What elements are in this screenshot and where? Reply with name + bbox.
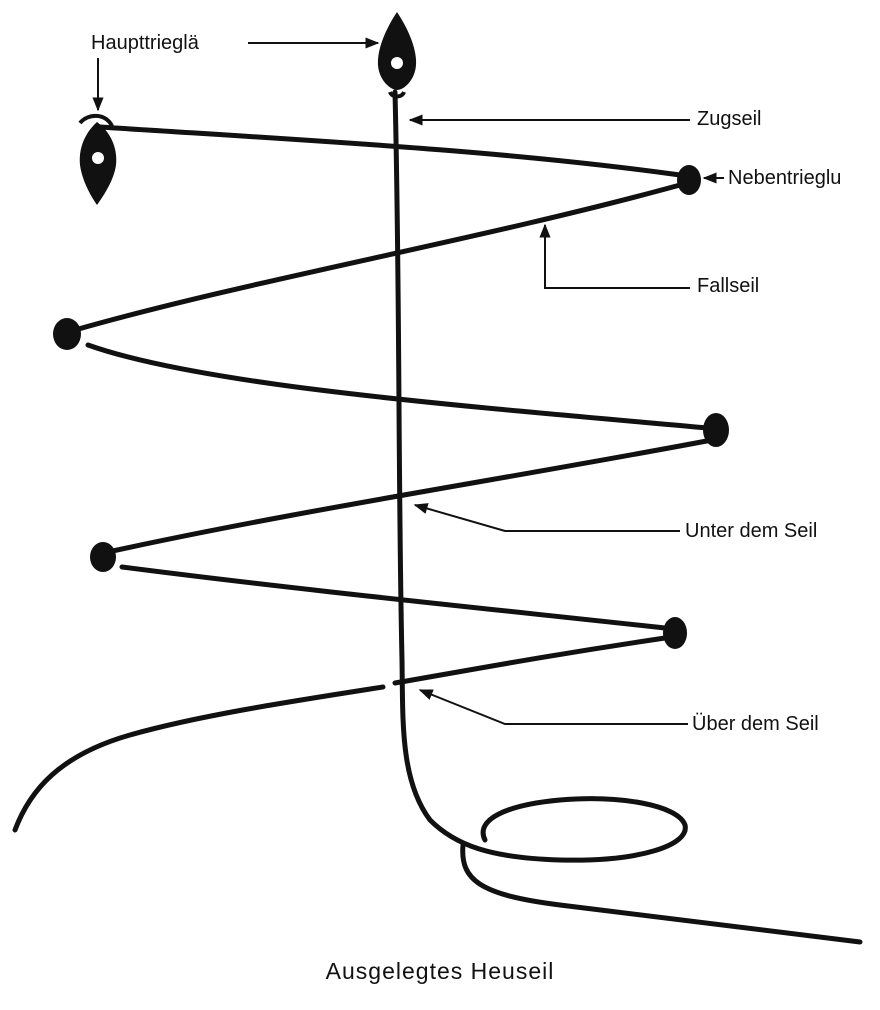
zugseil-rope: [392, 89, 688, 863]
haupttriegla-toggle: [377, 12, 417, 99]
nebentrieglu-ring-2: [53, 318, 81, 350]
label-fallseil: Fallseil: [697, 275, 760, 297]
nebentrieglu-ring-1: [677, 165, 701, 195]
fallseil-rope-segment-5: [119, 564, 668, 631]
uber-dem-seil-arrow: [418, 689, 688, 725]
label-haupttriegla: Haupttrieglä: [91, 32, 199, 54]
nebentrieglu-ring-5: [663, 617, 687, 649]
fallseil-rope-segment-4: [105, 437, 715, 555]
label-nebentrieglu: Nebentrieglu: [728, 167, 842, 189]
zugseil-trailing-end: [460, 842, 863, 945]
fallseil-rope-segment-2: [72, 182, 683, 333]
fallseil-rope-segment-6: [392, 635, 668, 686]
label-unter-dem-seil: Unter dem Seil: [685, 520, 818, 542]
label-uber-dem-seil: Über dem Seil: [692, 713, 819, 735]
nebentrieglu-ring-4: [90, 542, 116, 572]
fallseil-rope-segment-3: [85, 342, 711, 431]
unter-dem-seil-arrow: [413, 503, 680, 532]
fallseil-loose-end: [12, 684, 386, 833]
diagram-caption: Ausgelegtes Heuseil: [325, 958, 555, 984]
fallseil-arrow: [539, 223, 690, 289]
fallseil-rope-segment-1: [97, 124, 683, 178]
haupttriegla-left-toggle: [78, 113, 117, 205]
nebentrieglu-ring-3: [703, 413, 729, 447]
label-zugseil: Zugseil: [697, 108, 762, 130]
